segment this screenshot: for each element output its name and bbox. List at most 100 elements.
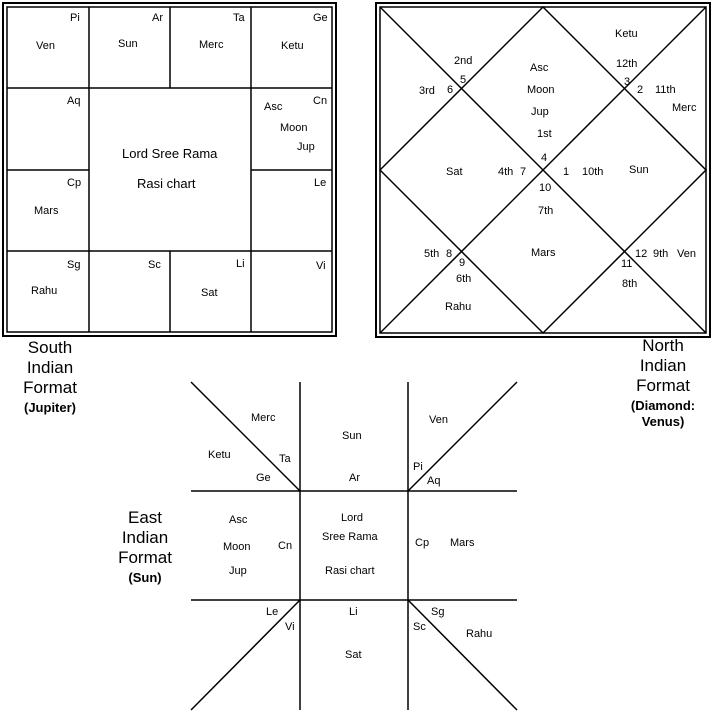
north-planet-ketu: Ketu (615, 28, 638, 40)
south-planet-moon: Moon (280, 122, 308, 134)
east-sign-pi: Pi (413, 461, 423, 473)
east-sign-le: Le (266, 606, 279, 618)
north-house-5th: 5th (424, 248, 440, 260)
north-planet-merc: Merc (672, 102, 697, 114)
south-grid (7, 7, 332, 332)
east-sign-cn: Cn (278, 540, 293, 552)
north-house-9th: 9th (653, 248, 669, 260)
north-house-12th: 12th (616, 58, 638, 70)
east-planet-ketu: Ketu (208, 449, 231, 461)
east-planet-ven: Ven (429, 414, 448, 426)
north-house-num-3: 3 (624, 76, 631, 88)
south-planet-jup: Jup (297, 141, 315, 153)
north-house-num-5: 5 (460, 74, 467, 86)
east-sign-ge: Ge (256, 472, 271, 484)
north-caption-sub: (Diamond: (630, 398, 696, 413)
south-caption-sub: (Jupiter) (24, 400, 76, 415)
south-planet-asc: Asc (264, 101, 283, 113)
south-sign-vi: Vi (316, 260, 326, 272)
south-planet-rahu: Rahu (31, 285, 58, 297)
east-sign-cp: Cp (415, 537, 430, 549)
north-house-num-8: 8 (446, 248, 453, 260)
north-planet-jup: Jup (531, 106, 549, 118)
east-planet-sun: Sun (342, 430, 362, 442)
east-planet-moon: Moon (223, 541, 251, 553)
north-house-6th: 6th (456, 273, 472, 285)
east-center-line-3: Rasi chart (325, 565, 375, 577)
south-sign-aq: Aq (67, 95, 81, 107)
east-planet-mars: Mars (450, 537, 475, 549)
east-sign-sg: Sg (431, 606, 445, 618)
north-caption-line: Format (636, 376, 690, 395)
east-caption-line: East (127, 508, 163, 527)
east-planet-jup: Jup (229, 565, 247, 577)
east-planet-asc: Asc (229, 514, 248, 526)
south-sign-sc: Sc (148, 259, 161, 271)
east-caption: East Indian Format (Sun) (110, 508, 180, 586)
south-planet-sat: Sat (201, 287, 218, 299)
north-house-4th: 4th (498, 166, 514, 178)
north-house-num-4: 4 (541, 152, 548, 164)
south-sign-li: Li (236, 258, 245, 270)
east-planet-rahu: Rahu (466, 628, 493, 640)
north-planet-sat: Sat (446, 166, 463, 178)
north-planet-mars: Mars (531, 247, 556, 259)
north-house-num-1: 1 (563, 166, 570, 178)
north-house-num-12: 12 (635, 248, 648, 260)
south-caption-line: Format (23, 378, 77, 397)
north-planet-asc: Asc (530, 62, 549, 74)
north-caption: North Indian Format (Diamond: Venus) (622, 336, 704, 430)
south-center-subtitle: Rasi chart (137, 176, 196, 191)
north-outer-border (375, 2, 711, 338)
south-planet-mars: Mars (34, 205, 59, 217)
south-outer-border (2, 2, 337, 337)
east-center-line-1: Lord (341, 512, 364, 524)
north-house-10th: 10th (582, 166, 604, 178)
north-house-2nd: 2nd (454, 55, 473, 67)
south-planet-sun: Sun (118, 38, 138, 50)
east-sign-sc: Sc (413, 621, 426, 633)
south-caption-line: South (27, 338, 73, 357)
east-sign-li: Li (349, 606, 358, 618)
east-sign-ar: Ar (349, 472, 360, 484)
north-house-num-11: 11 (621, 258, 633, 270)
north-house-num-2: 2 (637, 84, 644, 96)
north-house-num-7: 7 (520, 166, 527, 178)
south-planet-ketu: Ketu (281, 40, 304, 52)
south-sign-cp: Cp (67, 177, 82, 189)
south-sign-sg: Sg (67, 259, 81, 271)
east-sign-vi: Vi (285, 621, 295, 633)
south-caption-line: Indian (26, 358, 74, 377)
south-caption: South Indian Format (Jupiter) (14, 338, 86, 416)
north-planet-rahu: Rahu (445, 301, 472, 313)
north-diamond-lines (378, 5, 708, 335)
north-house-num-10: 10 (539, 182, 552, 194)
north-house-num-6: 6 (447, 84, 454, 96)
south-sign-ta: Ta (233, 12, 245, 24)
east-caption-sub: (Sun) (128, 570, 162, 585)
north-house-num-9: 9 (459, 257, 466, 269)
north-planet-sun: Sun (629, 164, 649, 176)
south-planet-merc: Merc (199, 39, 224, 51)
east-grid-lines (190, 381, 518, 711)
south-sign-ar: Ar (152, 12, 163, 24)
south-sign-ge: Ge (313, 12, 328, 24)
east-sign-aq: Aq (427, 475, 441, 487)
north-house-1st: 1st (537, 128, 552, 140)
east-planet-merc: Merc (251, 412, 276, 424)
east-caption-line: Indian (121, 528, 169, 547)
north-caption-line: Indian (639, 356, 687, 375)
north-caption-sub: Venus) (641, 414, 685, 429)
north-house-3rd: 3rd (419, 85, 435, 97)
south-sign-le: Le (314, 177, 327, 189)
east-center-line-2: Sree Rama (322, 531, 378, 543)
south-center-title: Lord Sree Rama (122, 146, 218, 161)
east-caption-line: Format (118, 548, 172, 567)
north-house-8th: 8th (622, 278, 638, 290)
south-sign-cn: Cn (313, 95, 328, 107)
east-planet-sat: Sat (345, 649, 362, 661)
north-house-11th: 11th (655, 84, 676, 96)
north-planet-ven: Ven (677, 248, 696, 260)
north-house-7th: 7th (538, 205, 554, 217)
